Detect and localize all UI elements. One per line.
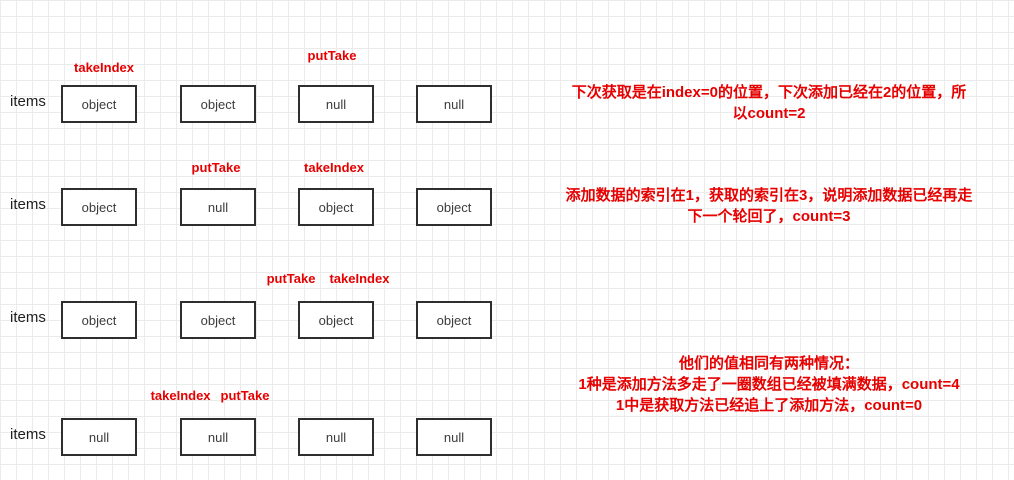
row-annotation: 添加数据的索引在1，获取的索引在3，说明添加数据已经再走 下一个轮回了，coun… (565, 187, 973, 225)
slot-value: object (318, 312, 354, 328)
index-marker-pair: putTake takeIndex (267, 271, 390, 286)
takeindex-marker: takeIndex (304, 160, 364, 175)
slot-value: object (200, 96, 236, 112)
slot-value: object (318, 199, 354, 215)
row-label: items (10, 93, 46, 110)
array-slot: null (416, 418, 492, 456)
row-label: items (10, 426, 46, 443)
slot-value: null (443, 429, 465, 445)
array-slot: object (298, 301, 374, 339)
array-slot: object (180, 85, 256, 123)
slot-value: null (88, 429, 110, 445)
row-annotation: 他们的值相同有两种情况： 1种是添加方法多走了一圈数组已经被填满数据，count… (578, 355, 960, 414)
takeindex-marker: takeIndex (329, 271, 390, 286)
array-slot: null (298, 85, 374, 123)
array-slot: object (298, 188, 374, 226)
array-slot: null (180, 188, 256, 226)
slot-value: object (200, 312, 236, 328)
row-label: items (10, 309, 46, 326)
array-slot: null (180, 418, 256, 456)
slot-value: object (81, 199, 117, 215)
array-slot: object (61, 188, 137, 226)
array-slot: object (416, 188, 492, 226)
row-label: items (10, 196, 46, 213)
array-slot: object (61, 85, 137, 123)
puttake-marker: putTake (220, 388, 270, 403)
row-annotation: 下次获取是在index=0的位置，下次添加已经在2的位置，所 以count=2 (571, 84, 967, 122)
takeindex-marker: takeIndex (150, 388, 211, 403)
array-slot: object (61, 301, 137, 339)
array-slot: object (180, 301, 256, 339)
takeindex-marker: takeIndex (74, 60, 134, 75)
index-marker-pair: takeIndex putTake (151, 388, 270, 403)
slot-value: object (81, 96, 117, 112)
slot-value: null (207, 199, 229, 215)
array-slot: null (298, 418, 374, 456)
puttake-marker: putTake (191, 160, 241, 175)
puttake-marker: putTake (307, 48, 357, 63)
array-slot: object (416, 301, 492, 339)
slot-value: null (207, 429, 229, 445)
slot-value: object (436, 199, 472, 215)
slot-value: null (443, 96, 465, 112)
slot-value: null (325, 96, 347, 112)
slot-value: object (81, 312, 117, 328)
puttake-marker: putTake (266, 271, 316, 286)
array-slot: null (61, 418, 137, 456)
slot-value: null (325, 429, 347, 445)
array-slot: null (416, 85, 492, 123)
slot-value: object (436, 312, 472, 328)
